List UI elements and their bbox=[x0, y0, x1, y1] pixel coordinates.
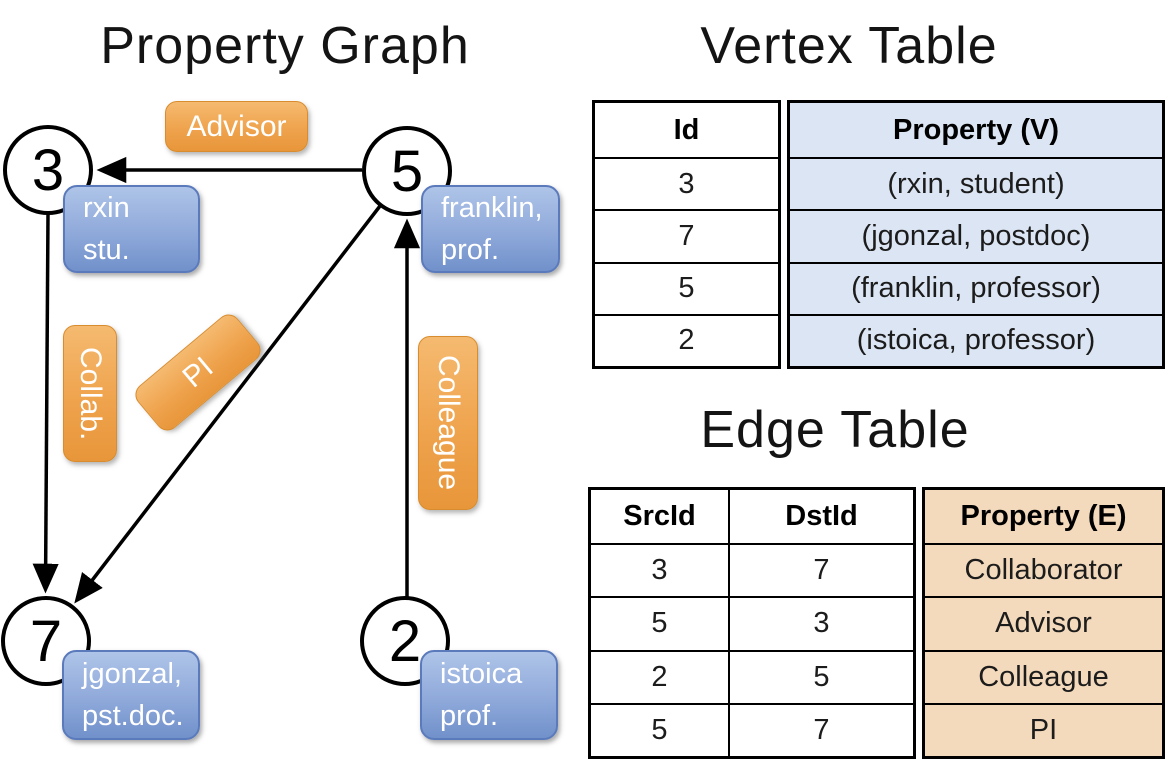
vertex-property-box-rxin: rxin stu. bbox=[63, 185, 200, 273]
vertex-table-property-cell: (rxin, student) bbox=[790, 157, 1162, 209]
edge-table-property-cell: Collaborator bbox=[925, 543, 1162, 596]
vertex-table-header-property: Property (V) bbox=[893, 113, 1059, 146]
edge-label-advisor: Advisor bbox=[165, 101, 308, 152]
vertex-property-line: franklin, bbox=[441, 192, 543, 224]
vertex-table-id-cell: 3 bbox=[595, 157, 778, 209]
edge-label-text: Advisor bbox=[186, 109, 287, 143]
vertex-table-header-id: Id bbox=[673, 113, 700, 146]
vertex-table-property-cell: (franklin, professor) bbox=[790, 261, 1162, 314]
edge-label-collab: Collab. bbox=[63, 325, 117, 462]
edge-table-header-srcid: SrcId bbox=[623, 500, 696, 532]
vertex-table-id-cell: 5 bbox=[595, 261, 778, 314]
edge-label-text: PI bbox=[176, 350, 220, 394]
vertex-table-id-cell: 2 bbox=[595, 313, 778, 366]
node-id-7: 7 bbox=[29, 609, 63, 674]
edge-table-property-cell: Colleague bbox=[925, 649, 1162, 703]
vertex-property-line: prof. bbox=[440, 700, 499, 732]
edge-table-header-dstid: DstId bbox=[728, 490, 913, 543]
edge-table-dst-cell: 3 bbox=[728, 596, 913, 650]
vertex-table-id-cell: 7 bbox=[595, 209, 778, 261]
edge-table-property-cell: Advisor bbox=[925, 596, 1162, 649]
vertex-property-line: jgonzal, bbox=[82, 658, 182, 690]
edge-pi-arrow bbox=[74, 204, 382, 604]
vertex-table-property-cell: (jgonzal, postdoc) bbox=[790, 209, 1162, 261]
node-id-2: 2 bbox=[388, 609, 422, 674]
edge-collab-arrow bbox=[32, 213, 59, 594]
edge-table-src-cell: 5 bbox=[591, 596, 728, 649]
vertex-property-line: rxin bbox=[83, 192, 130, 224]
vertex-property-box-istoica: istoica prof. bbox=[420, 650, 558, 740]
vertex-table-title: Vertex Table bbox=[700, 17, 998, 75]
edge-table-dst-cell: 7 bbox=[728, 702, 913, 756]
vertex-property-line: prof. bbox=[441, 234, 500, 266]
vertex-property-box-franklin: franklin, prof. bbox=[421, 185, 560, 273]
edge-table-src-cell: 3 bbox=[591, 543, 728, 596]
vertex-table-property-cell: (istoica, professor) bbox=[790, 313, 1162, 366]
vertex-property-line: istoica bbox=[440, 658, 523, 690]
edge-table-property-column: Property (E) Collaborator Advisor Collea… bbox=[922, 487, 1165, 759]
edge-label-text: Colleague bbox=[432, 355, 465, 491]
vertex-property-line: stu. bbox=[83, 234, 130, 266]
vertex-table-property-column: Property (V) (rxin, student) (jgonzal, p… bbox=[787, 100, 1165, 369]
edge-table-header-property: Property (E) bbox=[960, 500, 1127, 532]
edge-table-dst-cell: 7 bbox=[728, 543, 913, 597]
edge-table-src-cell: 2 bbox=[591, 649, 728, 703]
node-id-5: 5 bbox=[390, 139, 424, 204]
vertex-table-id-column: Id 3 7 5 2 bbox=[592, 100, 781, 369]
edge-label-text: Collab. bbox=[74, 346, 107, 441]
edge-table-src-cell: 5 bbox=[591, 702, 728, 756]
edge-label-colleague: Colleague bbox=[418, 336, 478, 510]
edge-table-id-columns: SrcId DstId 3 7 5 3 2 5 5 7 bbox=[588, 487, 916, 759]
property-graph-title: Property Graph bbox=[100, 17, 470, 75]
vertex-property-line: pst.doc. bbox=[82, 700, 184, 732]
edge-table-property-cell: PI bbox=[925, 702, 1162, 756]
node-id-3: 3 bbox=[31, 138, 65, 203]
edge-table-dst-cell: 5 bbox=[728, 649, 913, 703]
vertex-property-box-jgonzal: jgonzal, pst.doc. bbox=[62, 650, 200, 740]
edge-table-title: Edge Table bbox=[700, 401, 970, 459]
